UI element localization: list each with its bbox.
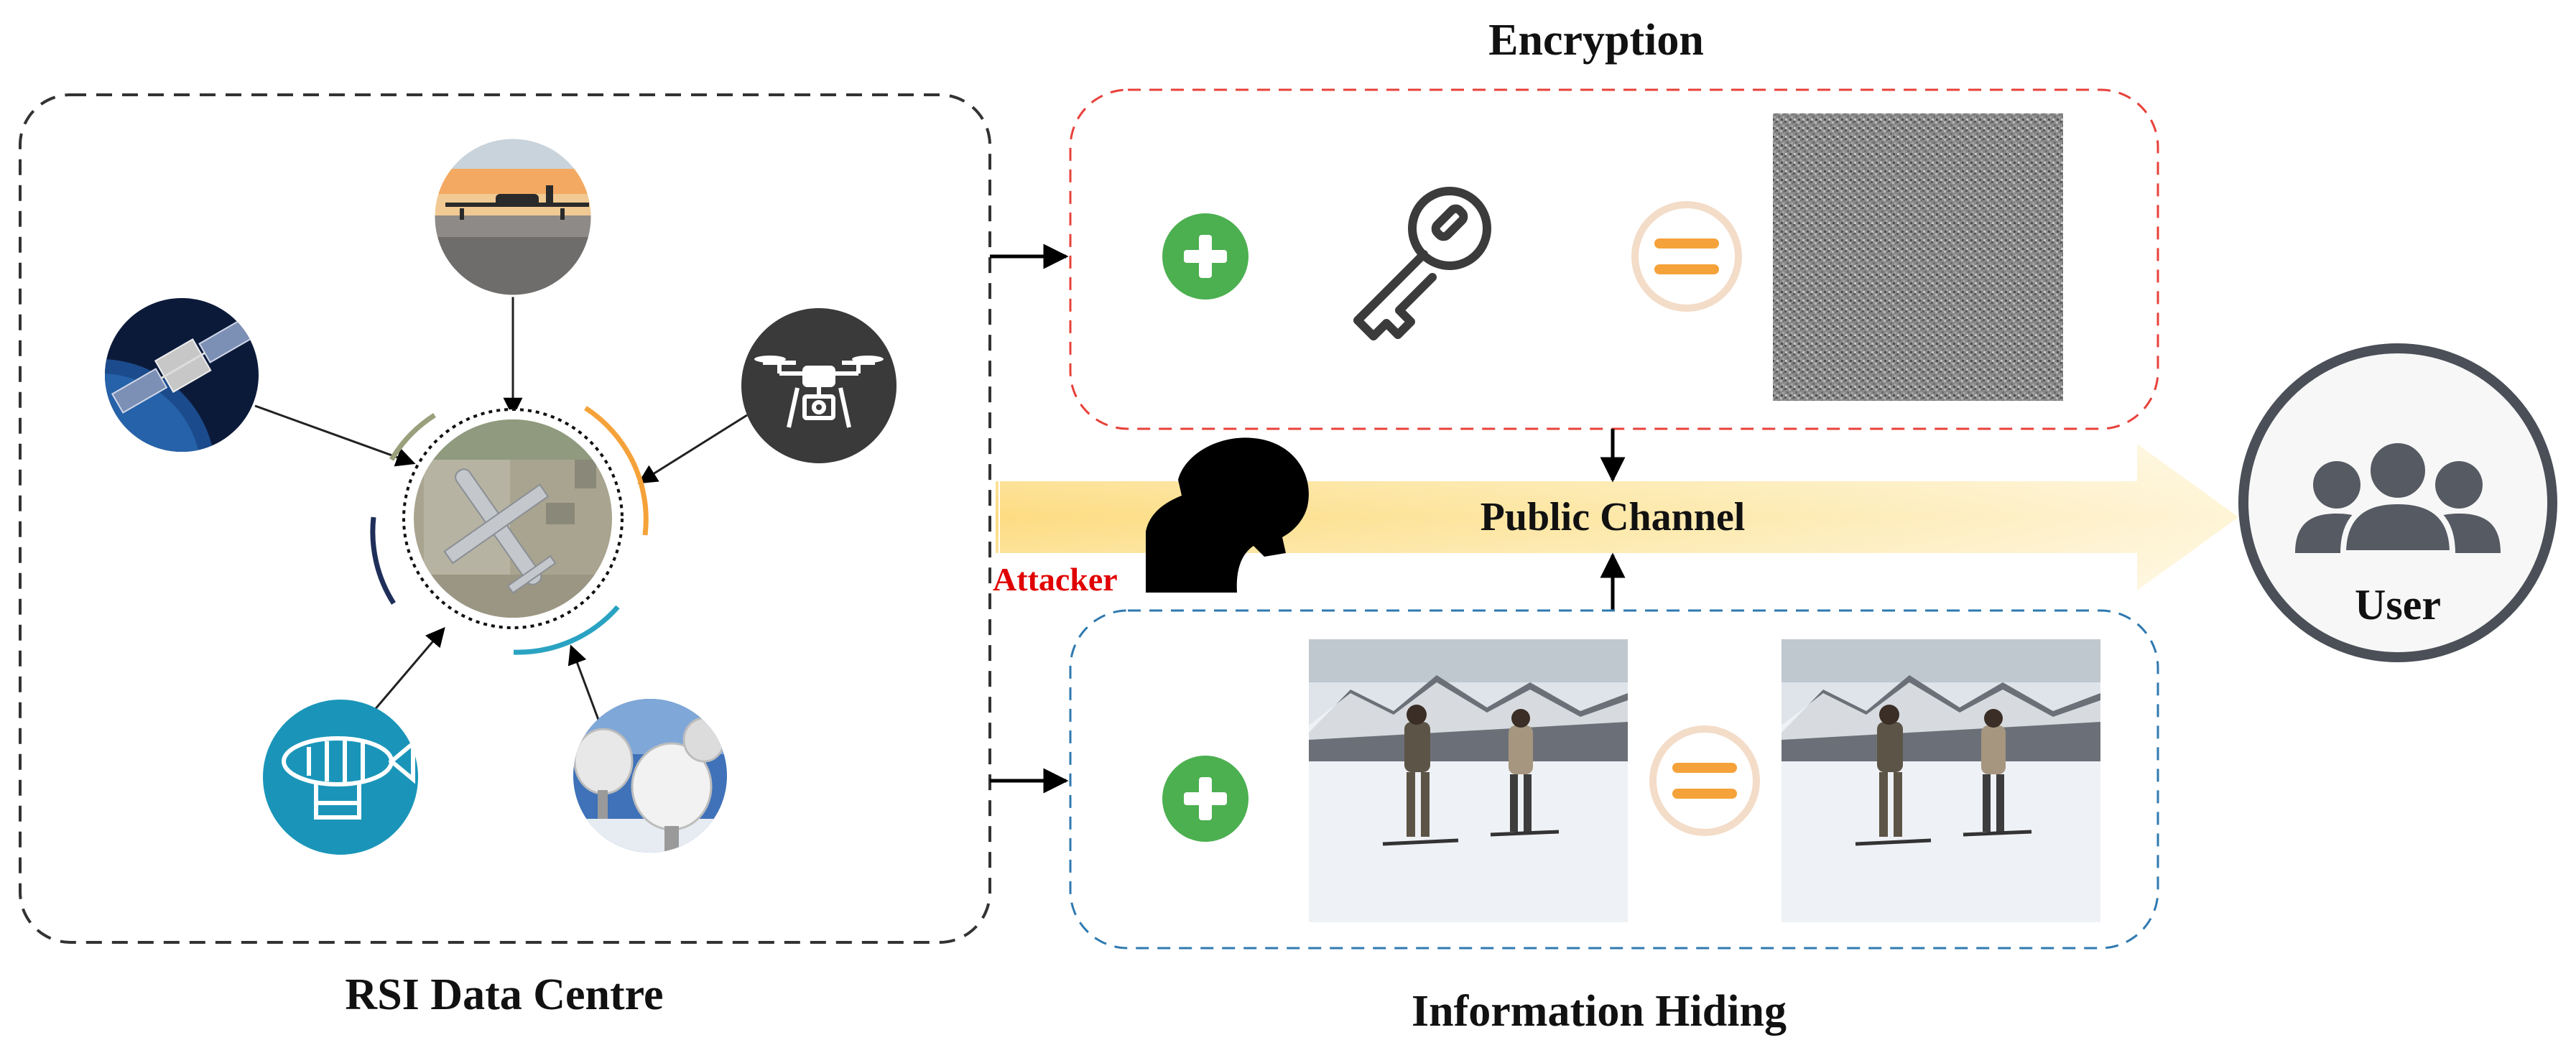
connector-drone-to-hub [637,414,748,484]
user-node: User [2238,343,2557,662]
hub-ring-orange [584,406,649,536]
connector-satellite-to-hub [254,404,416,467]
user-group-icon [2295,437,2501,556]
airship-icon [263,700,418,855]
information-hiding-title: Information Hiding [1412,987,1787,1036]
equals-icon [1649,725,1760,836]
equals-icon [1631,201,1742,312]
plus-icon [1162,756,1248,842]
rsi-data-centre-title: RSI Data Centre [345,970,663,1019]
key-icon [1353,187,1491,340]
aerial-airplane-icon [370,406,649,655]
stego-image [1782,639,2100,922]
hub-ring-teal [513,605,620,655]
radar-dish-icon [573,699,727,853]
hub-ring-olive [389,413,436,461]
rsi-data-centre-box [19,93,991,944]
connector-radar-to-hub [567,644,602,726]
user-label: User [2355,581,2441,628]
plus-icon [1162,213,1248,300]
attacker-silhouette-icon [1146,437,1309,593]
connector-airship-to-hub [372,626,445,712]
cover-image [1309,639,1628,922]
attacker-label: Attacker [993,561,1118,598]
public-channel-label: Public Channel [1481,495,1746,539]
encryption-title: Encryption [1488,16,1704,65]
airplane-photo-icon [432,136,593,297]
information-hiding-box [1069,609,2159,950]
satellite-icon [105,298,259,452]
public-channel-arrow [993,444,2238,590]
drone-icon [741,308,896,463]
encrypted-noise-image [1773,113,2063,401]
hub-ring-navy [370,516,396,605]
